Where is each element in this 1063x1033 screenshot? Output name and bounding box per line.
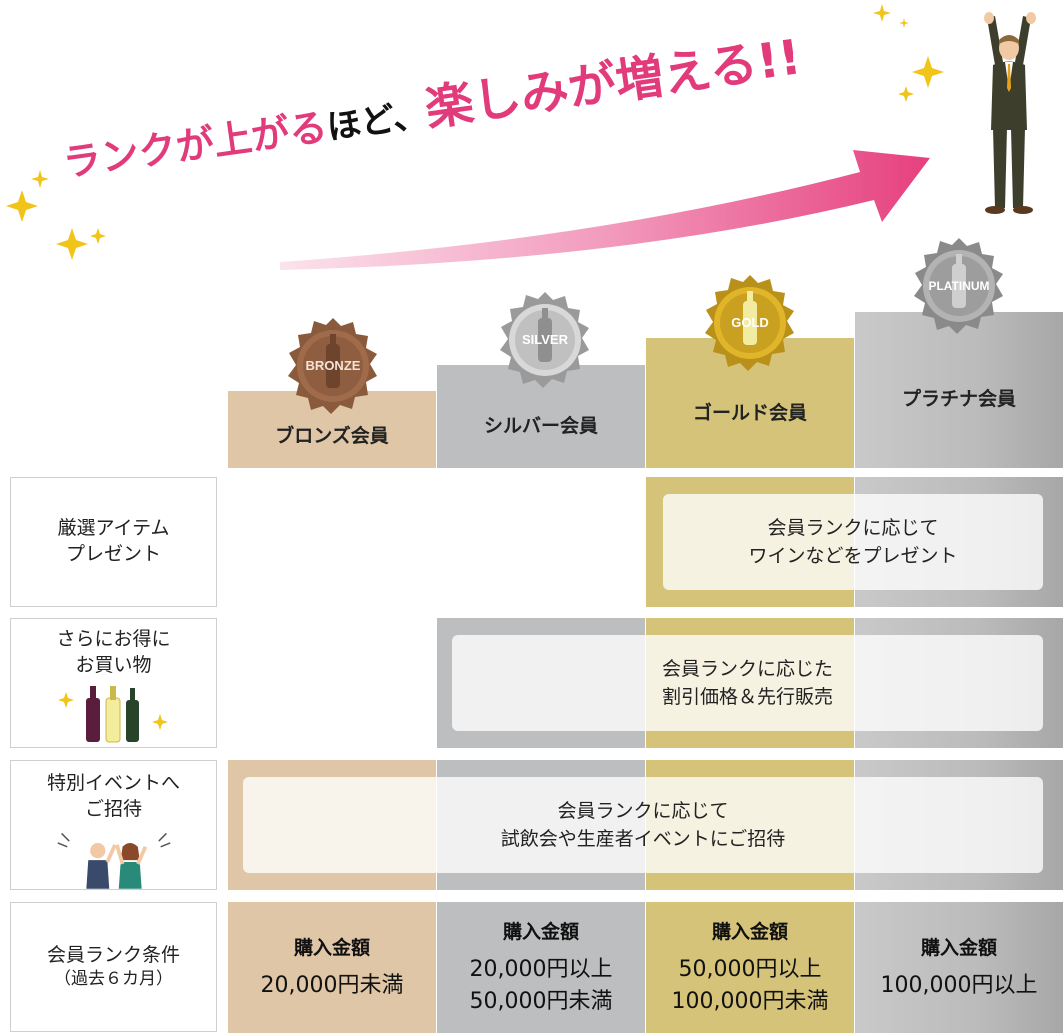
condition-silver: 購入金額 20,000円以上 50,000円未満 xyxy=(437,902,645,1033)
medal-icon: BRONZE xyxy=(288,318,377,414)
row-label-conditions: 会員ランク条件 （過去６カ月） xyxy=(10,902,217,1032)
condition-value: 20,000円以上 xyxy=(469,957,613,983)
row-label-line: プレゼント xyxy=(65,543,161,565)
tier-platinum-block xyxy=(855,312,1063,468)
tier-label-gold: ゴールド会員 xyxy=(692,402,807,424)
gift-panel: 会員ランクに応じて ワインなどをプレゼント xyxy=(663,494,1043,590)
condition-value: 50,000円未満 xyxy=(469,989,613,1014)
businessman-icon xyxy=(984,12,1036,214)
row-label-gift: 厳選アイテム プレゼント xyxy=(10,477,217,607)
row-label-line: 会員ランク条件 xyxy=(46,943,180,966)
condition-gold: 購入金額 50,000円以上 100,000円未満 xyxy=(646,902,854,1033)
row-label-line: （過去６カ月） xyxy=(54,969,173,990)
sparkle-icon xyxy=(6,170,106,260)
medal-icon: GOLD xyxy=(705,275,794,371)
badge-platinum: PLATINUM xyxy=(928,279,989,293)
headline-part3: 楽しみが増える!! xyxy=(421,29,805,138)
row-label-line: さらにお得に xyxy=(56,628,171,650)
headline-part1: ランクが上がる xyxy=(60,104,330,186)
condition-title: 購入金額 xyxy=(502,921,579,944)
panel-line: ワインなどをプレゼント xyxy=(748,545,958,567)
headline-part2: ほど、 xyxy=(324,94,430,149)
condition-value: 20,000円未満 xyxy=(260,973,404,999)
people-cheering-icon xyxy=(57,833,170,889)
panel-line: 会員ランクに応じて xyxy=(557,799,729,822)
condition-title: 購入金額 xyxy=(920,937,997,960)
sparkle-icon xyxy=(873,4,944,102)
row-label-line: ご招待 xyxy=(84,797,142,820)
condition-value: 100,000円以上 xyxy=(880,973,1038,999)
condition-value: 100,000円未満 xyxy=(671,989,829,1014)
badge-gold: GOLD xyxy=(731,315,769,330)
panel-line: 試飲会や生産者イベントにご招待 xyxy=(500,828,786,850)
arrow-icon xyxy=(280,150,930,270)
row-label-line: 特別イベントへ xyxy=(46,772,180,794)
row-label-shopping: さらにお得に お買い物 xyxy=(10,618,217,748)
tier-label-bronze: ブロンズ会員 xyxy=(275,425,389,447)
shopping-panel: 会員ランクに応じた 割引価格＆先行販売 xyxy=(452,635,1043,731)
panel-line: 割引価格＆先行販売 xyxy=(661,686,833,708)
row-label-line: お買い物 xyxy=(75,653,152,676)
event-panel: 会員ランクに応じて 試飲会や生産者イベントにご招待 xyxy=(243,777,1043,873)
tier-label-silver: シルバー会員 xyxy=(483,415,598,437)
badge-bronze: BRONZE xyxy=(306,358,361,373)
condition-title: 購入金額 xyxy=(293,937,370,960)
wine-bottles-icon xyxy=(57,686,168,743)
condition-platinum: 購入金額 100,000円以上 xyxy=(855,902,1063,1033)
medal-icon: SILVER xyxy=(500,292,589,388)
condition-title: 購入金額 xyxy=(711,921,788,944)
tier-label-platinum: プラチナ会員 xyxy=(901,388,1016,410)
condition-value: 50,000円以上 xyxy=(678,957,822,983)
condition-bronze: 購入金額 20,000円未満 xyxy=(228,902,436,1033)
row-label-line: 厳選アイテム xyxy=(57,517,170,540)
badge-silver: SILVER xyxy=(522,332,569,347)
row-label-event: 特別イベントへ ご招待 xyxy=(10,760,217,890)
panel-line: 会員ランクに応じた xyxy=(661,657,833,680)
panel-line: 会員ランクに応じて xyxy=(767,516,939,539)
medal-icon: PLATINUM xyxy=(914,238,1003,334)
